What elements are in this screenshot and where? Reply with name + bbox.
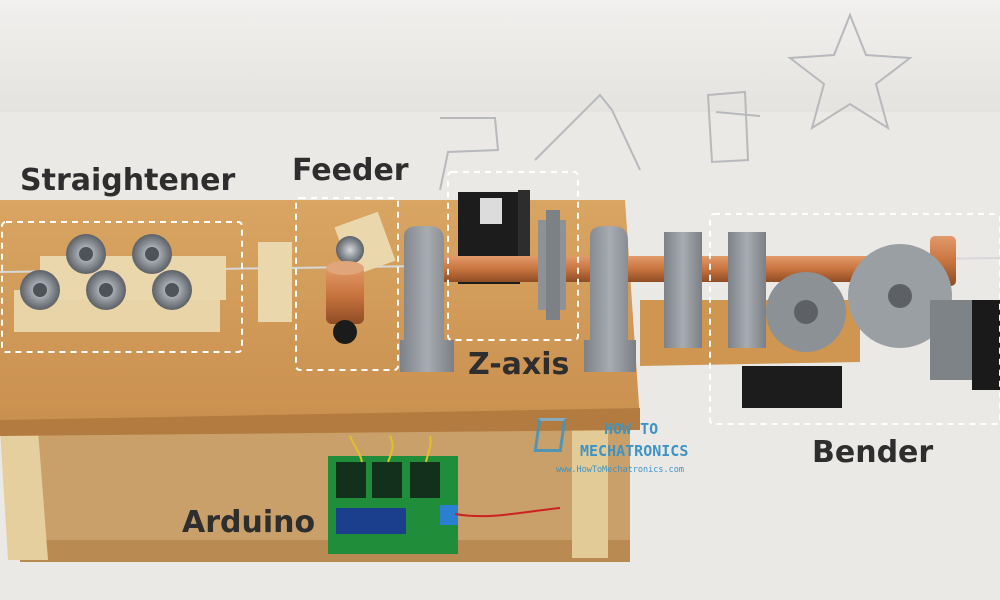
bender-assembly bbox=[664, 232, 1000, 408]
wall-background bbox=[0, 0, 1000, 120]
bottom-shelf-front bbox=[20, 540, 630, 562]
straightener-zone bbox=[1, 221, 243, 353]
watermark-line2: MECHATRONICS bbox=[580, 442, 689, 460]
left-wooden-leg bbox=[0, 430, 48, 560]
z-axis-gear bbox=[538, 210, 566, 320]
watermark-line1: HOW TO bbox=[604, 420, 659, 438]
straightener-assembly bbox=[14, 234, 226, 332]
watermark-logo bbox=[533, 418, 567, 452]
annotation-zones bbox=[1, 171, 1000, 425]
main-board-edge bbox=[0, 408, 640, 436]
left-bearing-block bbox=[400, 226, 454, 372]
feeder-assembly bbox=[258, 211, 396, 344]
bottom-shelf bbox=[20, 428, 630, 558]
label-z-axis: Z-axis bbox=[468, 347, 570, 382]
label-feeder: Feeder bbox=[292, 153, 409, 188]
label-arduino: Arduino bbox=[182, 505, 316, 540]
z-axis-zone bbox=[447, 171, 579, 341]
watermark-url: www.HowToMechatronics.com bbox=[556, 465, 684, 475]
wire-samples bbox=[439, 12, 913, 191]
arduino-pcb bbox=[328, 435, 561, 554]
right-bearing-block bbox=[584, 226, 636, 372]
label-straightener: Straightener bbox=[20, 163, 236, 198]
right-wooden-leg bbox=[572, 430, 608, 558]
feeder-zone bbox=[295, 197, 399, 371]
label-bender: Bender bbox=[812, 435, 934, 470]
bender-zone bbox=[709, 213, 1000, 425]
